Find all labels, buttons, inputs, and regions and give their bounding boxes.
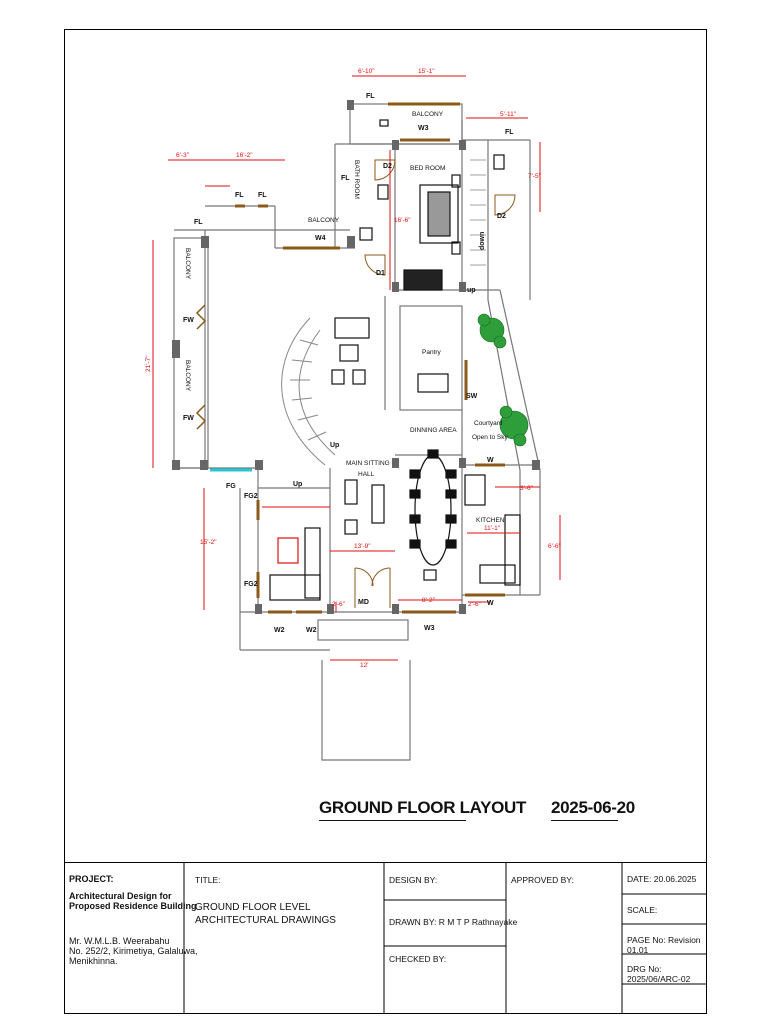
- tag-up-1: Up: [330, 442, 339, 449]
- project-line-2: Proposed Residence Building: [69, 901, 197, 911]
- title-line-2: ARCHITECTURAL DRAWINGS: [195, 915, 336, 926]
- tag-w4: W4: [315, 235, 326, 242]
- label-down: down: [479, 232, 486, 250]
- dim-bed-w: 16'-6": [394, 217, 411, 224]
- client-line-1: Mr. W.M.L.B. Weerabahu: [69, 936, 170, 946]
- dim-k-small: 3'-6": [520, 485, 534, 492]
- project-line-1: Architectural Design for: [69, 891, 172, 901]
- drg-no-field: DRG No: 2025/06/ARC-02: [627, 964, 691, 984]
- dim-kitchen-w: 11'-1": [484, 525, 501, 532]
- dim-md-w: 2'-6": [332, 601, 346, 608]
- tag-fw-1: FW: [183, 317, 194, 324]
- label-balcony-left-lower: BALCONY: [184, 360, 191, 392]
- tag-fg: FG: [226, 483, 236, 490]
- tag-w3-top: W3: [418, 125, 429, 132]
- checked-by: CHECKED BY:: [389, 954, 447, 964]
- label-balcony-left-upper: BALCONY: [184, 248, 191, 280]
- tag-up-2: Up: [293, 481, 302, 488]
- tag-w2-1: W2: [274, 627, 285, 634]
- tag-d2-2: D2: [497, 213, 506, 220]
- tag-fg2-2: FG2: [244, 581, 258, 588]
- scale-field: SCALE:: [627, 905, 658, 915]
- tag-d2-1: D2: [383, 163, 392, 170]
- tag-fl-2: FL: [505, 129, 514, 136]
- label-balcony-top: BALCONY: [412, 111, 444, 118]
- dim-right-a: 7'-5": [528, 173, 542, 180]
- approved-by: APPROVED BY:: [511, 875, 574, 885]
- drawing-title: GROUND FLOOR LAYOUT: [319, 798, 527, 817]
- label-balcony-mid: BALCONY: [308, 217, 340, 224]
- title-block-grid: [64, 862, 707, 1014]
- design-by: DESIGN BY:: [389, 875, 438, 885]
- label-kitchen: KITCHEN: [476, 517, 505, 524]
- drawing-date: 2025-06-20: [551, 798, 635, 817]
- tag-sw: SW: [466, 393, 478, 400]
- tag-up-3: up: [467, 287, 476, 294]
- dim-top-a: 6'-10": [358, 68, 375, 75]
- page-no-field: PAGE No: Revision 01.01: [627, 935, 701, 955]
- tag-fw-2: FW: [183, 415, 194, 422]
- label-bath-room: BATH ROOM: [353, 160, 360, 199]
- tag-fl-6: FL: [341, 175, 350, 182]
- dim-w-s: 2'-6": [468, 601, 482, 608]
- title-label: TITLE:: [195, 875, 221, 885]
- floor-plan: 6'-10" 15'-1" 5'-11" 6'-3" 16'-2" 21'-7"…: [145, 68, 562, 761]
- label-pantry: Pantry: [422, 349, 442, 356]
- dim-left-a: 6'-3": [176, 152, 190, 159]
- label-main-sitting-2: HALL: [358, 471, 375, 478]
- drawing-title-underline: [319, 820, 466, 821]
- label-main-sitting-1: MAIN SITTING: [346, 460, 390, 467]
- dim-top-c: 5'-11": [500, 111, 517, 118]
- title-line-1: GROUND FLOOR LEVEL: [195, 902, 311, 913]
- tag-fl-5: FL: [194, 219, 203, 226]
- tag-fl-4: FL: [258, 192, 267, 199]
- dim-top-b: 15'-1": [418, 68, 435, 75]
- tag-fg2-1: FG2: [244, 493, 258, 500]
- title-block: PROJECT: Architectural Design for Propos…: [64, 862, 707, 1014]
- tag-w2-2: W2: [306, 627, 317, 634]
- project-label: PROJECT:: [69, 874, 114, 884]
- drawing-date-underline: [551, 820, 618, 821]
- label-courtyard-1: Courtyard: [474, 420, 503, 427]
- tag-fl-1: FL: [366, 93, 375, 100]
- label-dining-area: DINNING AREA: [410, 427, 457, 434]
- dim-lower-left: 15'-2": [200, 539, 217, 546]
- drawn-by: DRAWN BY: R M T P Rathnayake: [389, 917, 518, 927]
- label-courtyard-2: Open to Sky: [472, 434, 509, 441]
- tag-fl-3: FL: [235, 192, 244, 199]
- dim-w3-w: 8'-2": [422, 597, 436, 604]
- date-field: DATE: 20.06.2025: [627, 874, 697, 884]
- tag-d1: D1: [376, 270, 385, 277]
- dim-entrance: 12': [360, 662, 368, 669]
- tag-w3-bottom: W3: [424, 625, 435, 632]
- client-line-2: No. 252/2, Kirimetiya, Galaluwa,: [69, 946, 198, 956]
- tag-md: MD: [358, 599, 369, 606]
- dim-kitchen-h: 6'-6": [548, 543, 562, 550]
- tag-w-1: W: [487, 457, 494, 464]
- client-line-3: Menikhinna.: [69, 956, 118, 966]
- dim-left-vert: 21'-7": [145, 355, 152, 372]
- dim-left-b: 16'-2": [236, 152, 253, 159]
- dim-sit-w: 13'-9": [354, 543, 371, 550]
- tag-w-2: W: [487, 600, 494, 607]
- label-bed-room: BED ROOM: [410, 165, 445, 172]
